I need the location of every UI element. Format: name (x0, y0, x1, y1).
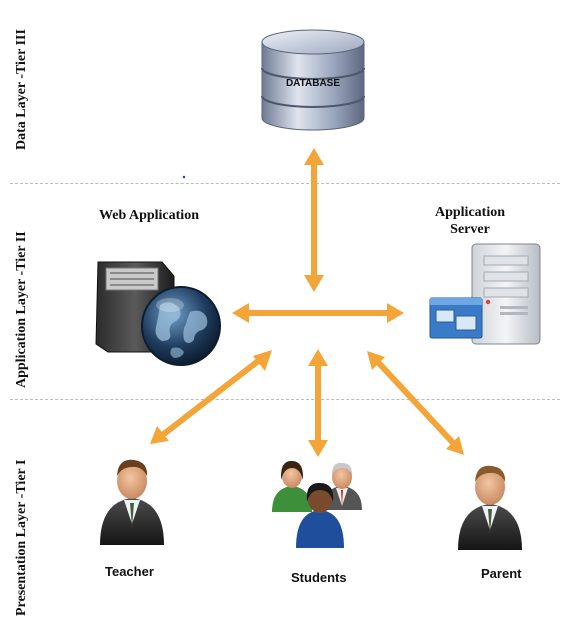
app-server-title-line1: Application (434, 205, 505, 220)
web-application-title: Web Application (99, 208, 199, 223)
tier-divider-top (10, 183, 560, 184)
app-server-title: Application Server (410, 204, 530, 238)
arrow-students-link (308, 349, 328, 457)
database-label: DATABASE (286, 78, 340, 89)
arrow-horizontal-link (232, 303, 404, 323)
arrow-parent-link (367, 351, 464, 455)
students-label: Students (291, 570, 347, 585)
parent-avatar-icon (458, 465, 522, 550)
database-icon (261, 29, 365, 131)
students-group-icon (272, 460, 362, 548)
teacher-avatar-icon (100, 459, 164, 545)
arrow-teacher-link (150, 350, 272, 444)
teacher-label: Teacher (105, 564, 154, 579)
web-application-icon (95, 261, 221, 366)
app-server-title-line2: Server (450, 222, 490, 237)
application-server-icon (429, 243, 541, 345)
arrows (150, 148, 464, 457)
arrow-database-link (304, 148, 324, 292)
stray-dot (182, 175, 186, 179)
parent-label: Parent (481, 566, 522, 581)
tier-divider-bottom (10, 399, 560, 400)
